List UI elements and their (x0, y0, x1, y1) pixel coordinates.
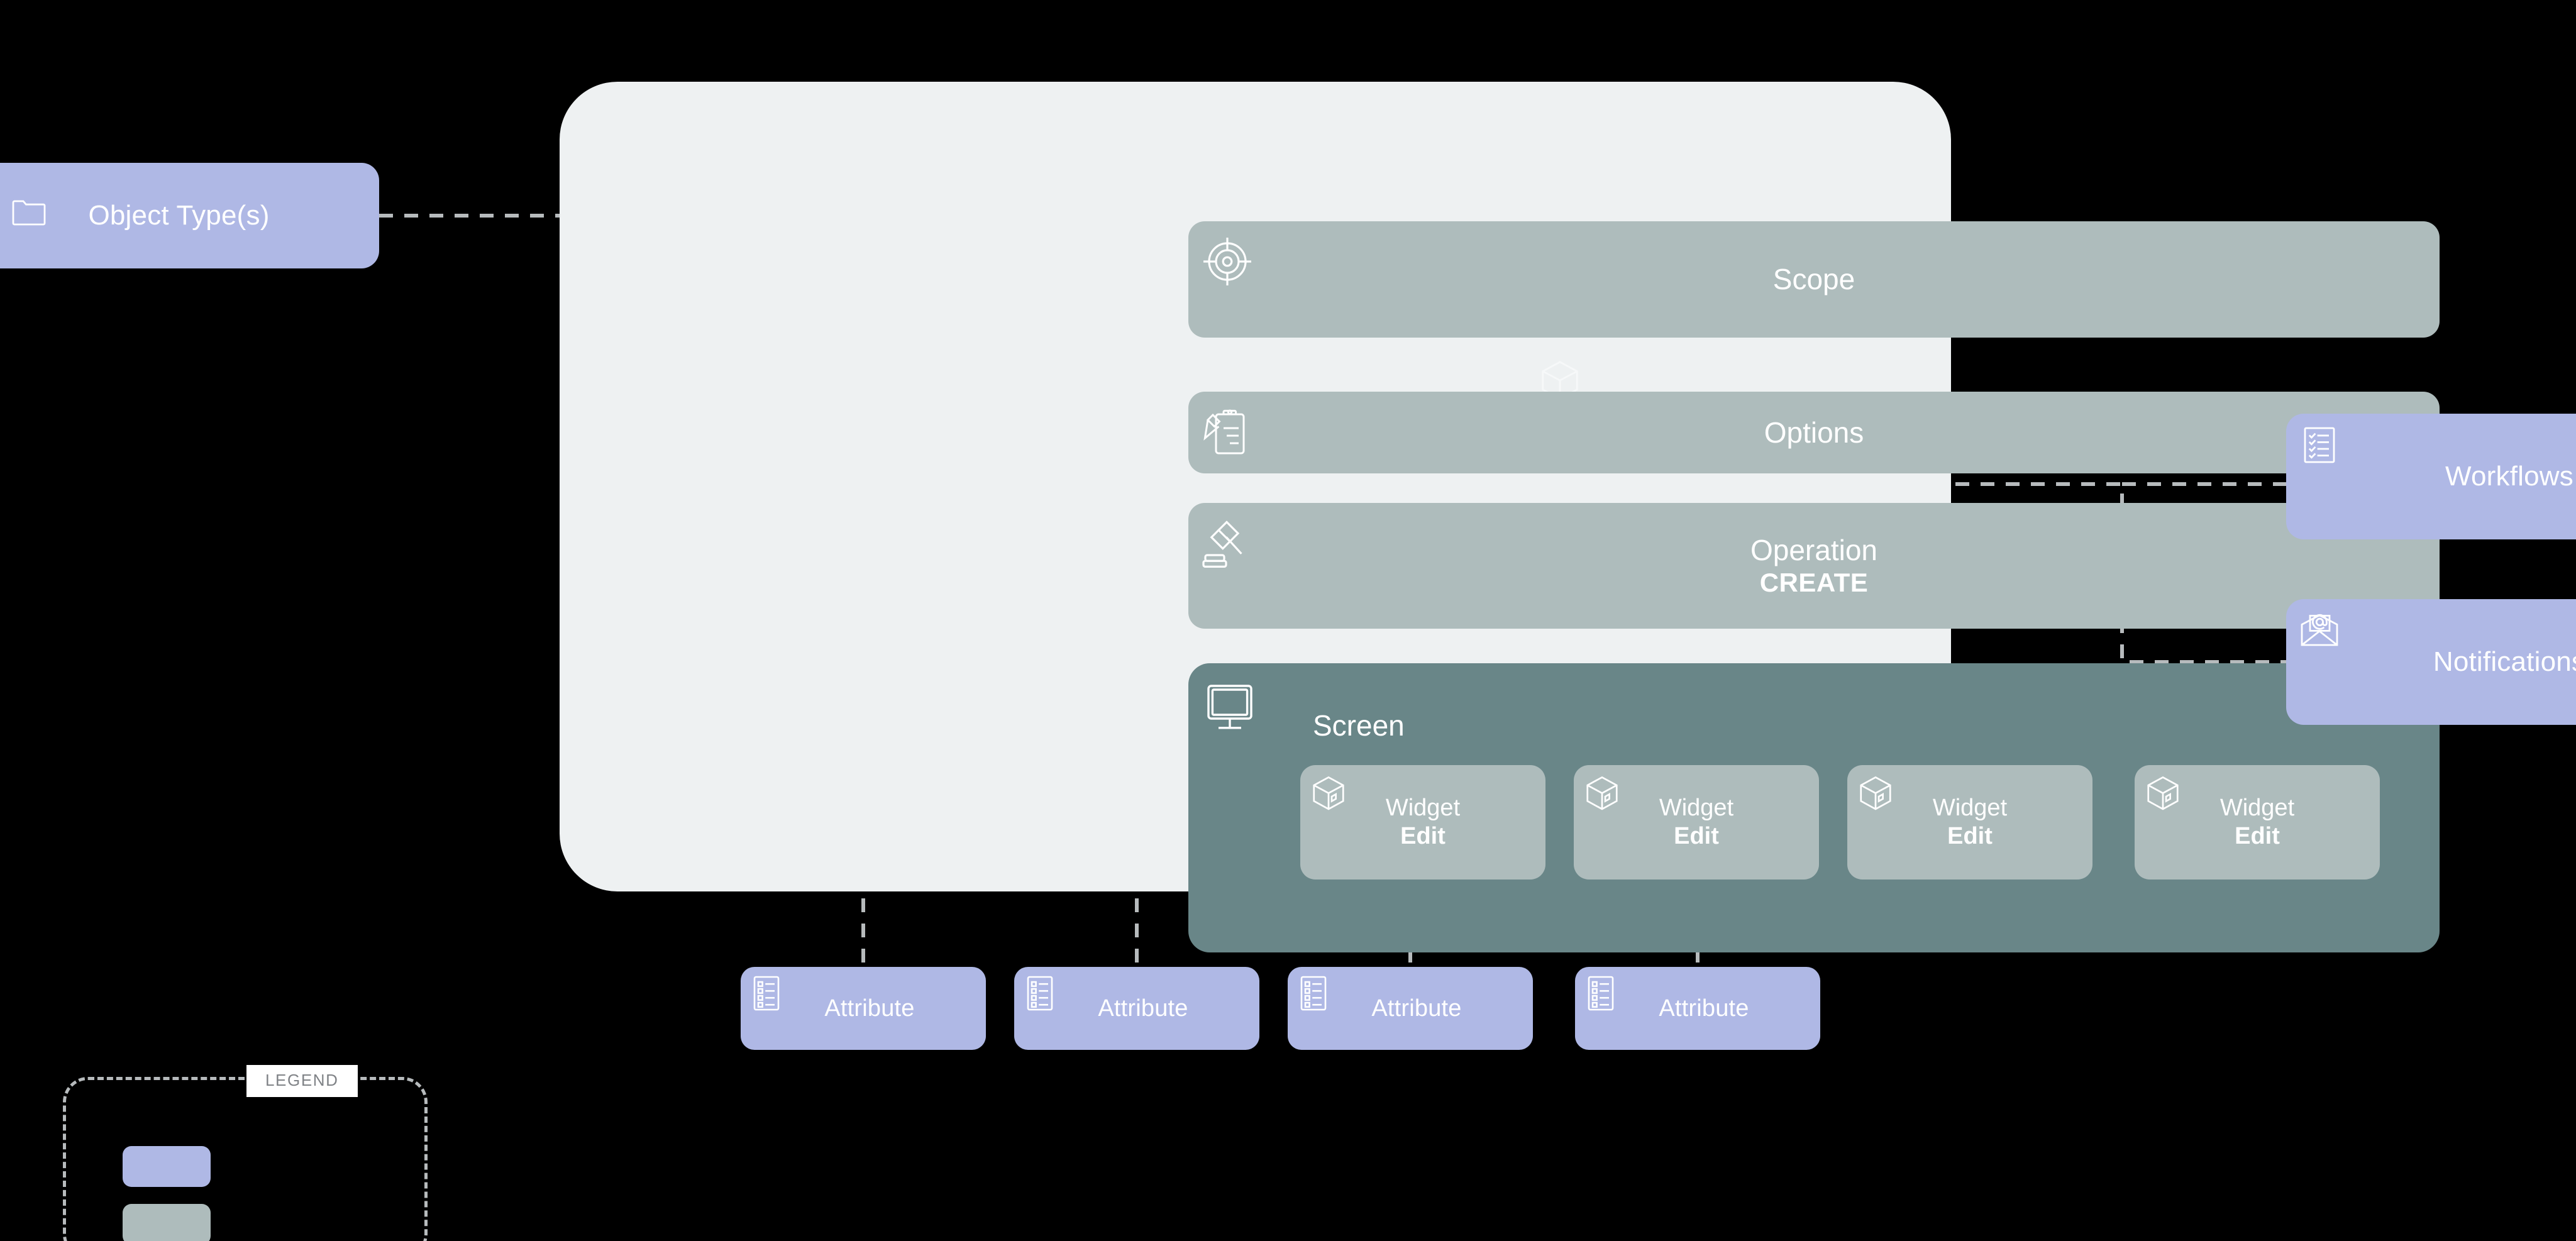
gavel-icon (1201, 517, 1254, 576)
node-attribute-2[interactable]: Attribute (1288, 967, 1533, 1050)
envelope-at-icon (2297, 608, 2341, 651)
legend-title-chip: LEGEND (246, 1065, 358, 1097)
node-attribute-3-label: Attribute (1659, 995, 1749, 1022)
target-crosshair-icon (1201, 235, 1254, 291)
widget-card-3-title: Widget (2219, 795, 2295, 822)
package-box-icon (1309, 774, 1348, 816)
node-workflows-label: Workflows (2445, 461, 2573, 492)
widget-card-2-subtitle: Edit (1947, 823, 1993, 849)
row-operation-subtitle: CREATE (1759, 568, 1869, 598)
monitor-icon (1201, 681, 1259, 739)
package-box-icon (1583, 774, 1622, 816)
property-list-icon (1023, 974, 1057, 1015)
legend-swatch-1 (123, 1204, 211, 1241)
node-attribute-1[interactable]: Attribute (1014, 967, 1259, 1050)
widget-card-2[interactable]: Widget Edit (1847, 765, 2092, 880)
node-attribute-2-label: Attribute (1371, 995, 1462, 1022)
widget-card-0-text: Widget Edit (1386, 794, 1460, 851)
folder-icon (11, 197, 47, 230)
property-list-icon (1296, 974, 1330, 1015)
widget-card-3-subtitle: Edit (2235, 823, 2280, 849)
widget-card-0-title: Widget (1385, 795, 1461, 822)
legend-title: LEGEND (265, 1071, 339, 1089)
package-box-icon (2143, 774, 2182, 816)
widget-card-2-title: Widget (1932, 795, 2008, 822)
row-scope-label: Scope (1772, 263, 1855, 296)
legend-box: LEGEND (63, 1065, 428, 1241)
node-attribute-1-label: Attribute (1098, 995, 1188, 1022)
property-list-icon (749, 974, 783, 1015)
node-attribute-0-label: Attribute (824, 995, 915, 1022)
node-notifications-label: Notifications (2433, 646, 2576, 677)
package-box-icon (1856, 774, 1895, 816)
node-workflows[interactable]: Workflows (2286, 414, 2576, 539)
widget-card-2-text: Widget Edit (1933, 794, 2007, 851)
panel-screen[interactable]: Screen Widget Edit (1188, 663, 2440, 952)
panel-screen-label: Screen (1313, 709, 1405, 742)
node-notifications[interactable]: Notifications (2286, 599, 2576, 725)
node-object-types[interactable]: Object Type(s) (0, 163, 379, 268)
node-attribute-0[interactable]: Attribute (741, 967, 986, 1050)
widget-card-1-subtitle: Edit (1674, 823, 1719, 849)
row-options[interactable]: Options (1188, 392, 2440, 473)
row-scope[interactable]: Scope (1188, 221, 2440, 338)
row-operation[interactable]: Operation CREATE (1188, 503, 2440, 629)
widget-card-0[interactable]: Widget Edit (1300, 765, 1545, 880)
clipboard-pencil-icon (1201, 405, 1249, 461)
widget-card-1[interactable]: Widget Edit (1574, 765, 1819, 880)
node-attribute-3[interactable]: Attribute (1575, 967, 1820, 1050)
widget-card-3-text: Widget Edit (2220, 794, 2294, 851)
node-object-types-label: Object Type(s) (88, 200, 270, 231)
widget-card-1-text: Widget Edit (1659, 794, 1733, 851)
widget-card-0-subtitle: Edit (1400, 823, 1446, 849)
legend-swatch-0 (123, 1146, 211, 1187)
row-options-label: Options (1764, 416, 1864, 449)
property-list-icon (1584, 974, 1618, 1015)
row-operation-label: Operation CREATE (1750, 533, 1877, 598)
row-operation-title: Operation (1750, 534, 1877, 567)
checklist-icon (2301, 425, 2338, 468)
widget-card-3[interactable]: Widget Edit (2135, 765, 2380, 880)
operation-card: Scope Options (560, 82, 2440, 952)
widget-card-1-title: Widget (1659, 795, 1734, 822)
